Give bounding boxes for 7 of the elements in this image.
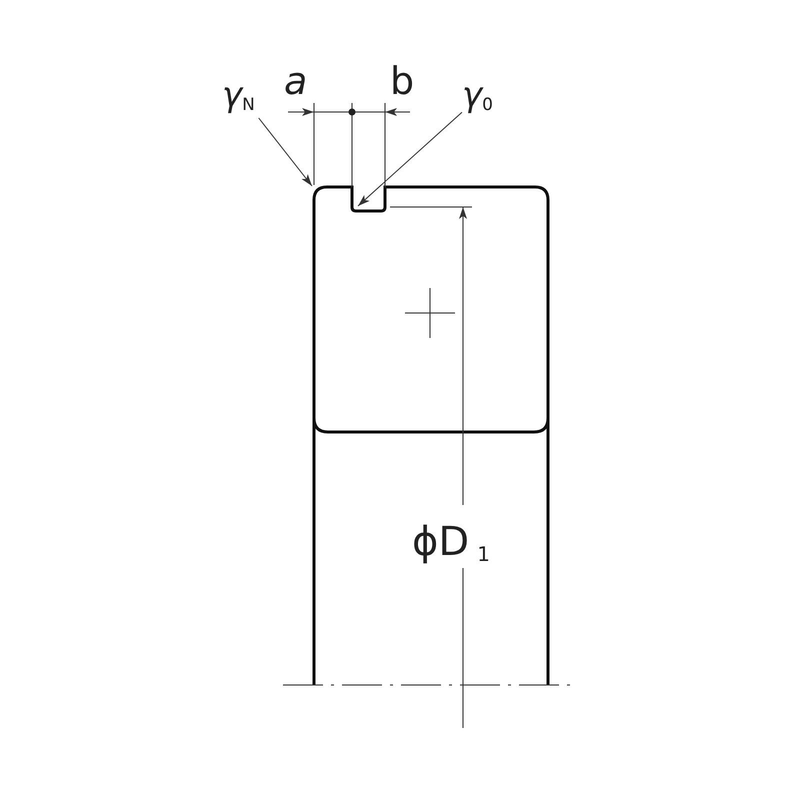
- dimension-label: b: [390, 62, 414, 100]
- leader-line: [358, 112, 462, 206]
- radius-label: γ$_{N}$: [222, 78, 255, 114]
- leader-line: [258, 118, 312, 186]
- dimension-label: a: [284, 62, 308, 100]
- radius-label: γ$_{0}$: [462, 78, 493, 114]
- dimension-label: ϕD$_{1}$: [412, 522, 490, 564]
